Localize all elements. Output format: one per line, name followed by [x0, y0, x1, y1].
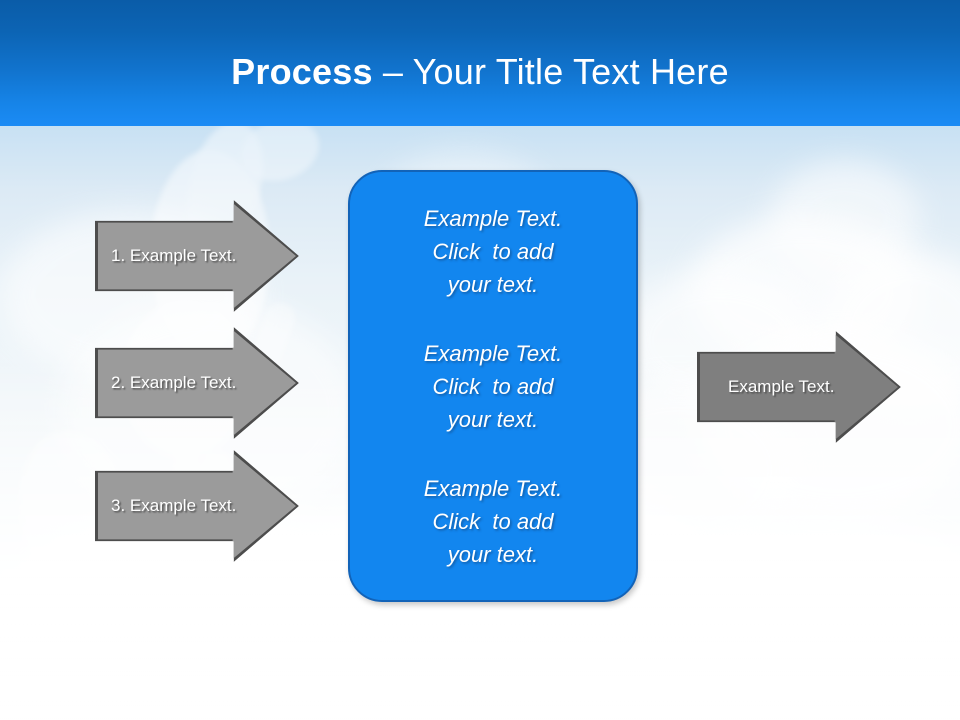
panel-text-block-2: Example Text. Click to add your text.	[424, 337, 563, 436]
page-title-strong: Process	[231, 51, 373, 92]
input-arrow-1-label: 1. Example Text.	[111, 246, 237, 265]
title-banner: Process – Your Title Text Here	[0, 0, 960, 126]
panel-block-2-line-2: Click to add	[432, 373, 554, 399]
panel-block-3-line-1: Example Text.	[423, 475, 563, 501]
panel-block-1-line-3: your text.	[447, 271, 539, 297]
panel-block-1-line-2: Click to add	[432, 238, 554, 264]
page-title-light: – Your Title Text Here	[372, 51, 729, 92]
panel-block-2-line-3: your text.	[447, 406, 539, 432]
panel-text-block-3: Example Text. Click to add your text.	[424, 472, 563, 571]
panel-block-3-line-2: Click to add	[432, 508, 554, 534]
input-arrow-2-label: 2. Example Text.	[111, 373, 237, 392]
panel-block-2-line-1: Example Text.	[423, 340, 563, 366]
panel-text-block-1: Example Text. Click to add your text.	[424, 202, 563, 301]
center-process-panel[interactable]: Example Text. Click to add your text. Ex…	[348, 170, 638, 602]
panel-block-3-line-3: your text.	[447, 541, 539, 567]
input-arrow-3-label: 3. Example Text.	[111, 496, 237, 515]
panel-block-1-line-1: Example Text.	[423, 205, 563, 231]
page-title: Process – Your Title Text Here	[0, 50, 960, 94]
output-arrow-label: Example Text.	[728, 377, 835, 396]
